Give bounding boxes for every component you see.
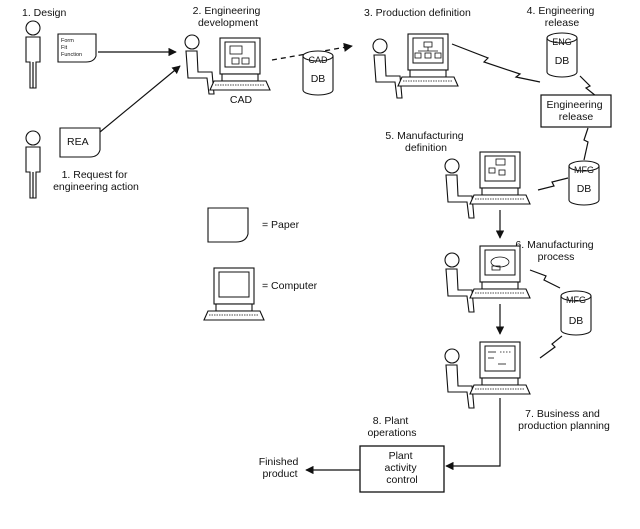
designer-person [25,20,41,89]
requester-person [25,130,41,199]
step-prod-def-label: 3. Production definition [364,7,471,19]
eng-db-top: ENG [552,37,572,47]
step-design-label: 1. Design [22,7,67,19]
plant-activity-control-box [359,445,445,493]
arrow-rea-to-eng [99,65,181,133]
mfg-def-computer [469,151,531,205]
legend-computer-symbol [203,267,265,321]
rea-text: REA [67,136,89,148]
eng-release-box [540,94,612,128]
business-computer [469,341,531,395]
form-fit-function-paper [57,33,97,63]
step-business-label: 7. Business and production planning [518,408,610,432]
legend-paper-label: = Paper [262,219,300,231]
step-plant-ops-label: 8. Plant operations [367,415,416,439]
lightning-prod-to-eng [451,43,541,83]
step-mfg-process-label: 6. Manufacturing process [515,239,596,263]
mfg-process-person [444,252,475,313]
mfg-process-computer [469,245,531,299]
cad-db-top: CAD [308,55,328,65]
mfg-db-top-1: MFG [574,165,594,175]
step-eng-release-label: 4. Engineering release [527,5,598,29]
mfg-db-label-1: DB [577,183,592,195]
mfg-def-person [444,158,475,219]
mfg-db-top-2: MFG [566,295,586,305]
cad-db-label: DB [311,73,326,85]
mfg-db-label-2: DB [569,315,584,327]
production-person [372,38,403,99]
step-request-label: 1. Request for engineering action [53,169,139,193]
svg-text:Form Fit Function: Form Fit Function [61,38,82,58]
rea-paper [59,127,101,158]
svg-text:Engineering release: Engineering release [547,99,606,123]
engineer-person [184,34,215,95]
svg-text:Plant activity control: Plant activity control [384,450,419,486]
step-eng-dev-label: 2. Engineering development [193,5,264,29]
finished-product-label: Finished product [259,456,302,480]
business-person [444,348,475,409]
legend-paper-symbol [207,207,249,243]
legend-computer-label: = Computer [262,280,318,292]
step-mfg-def-label: 5. Manufacturing definition [385,130,466,154]
arrow-7-to-8 [445,398,501,471]
cad-label: CAD [230,94,253,106]
eng-db-label: DB [555,55,570,67]
